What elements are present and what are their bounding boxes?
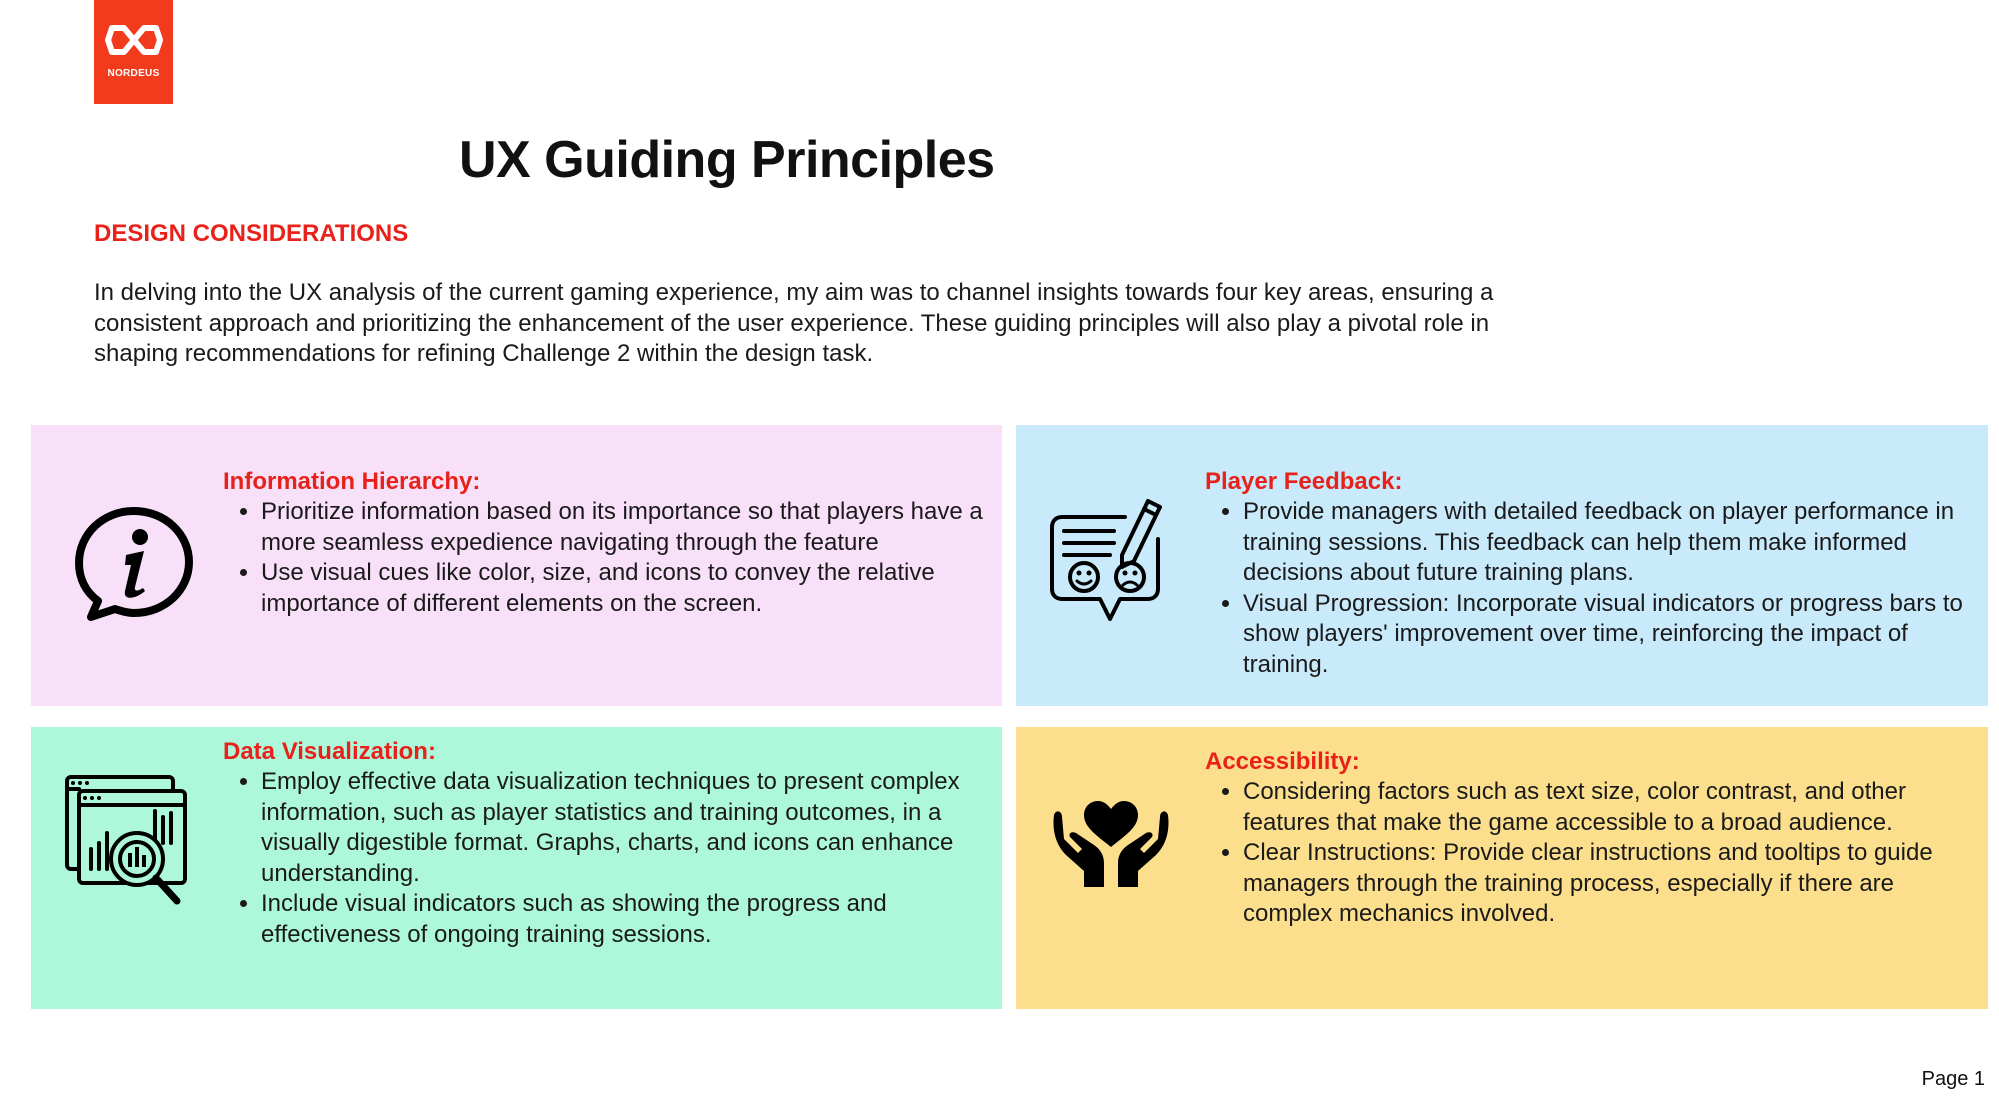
- bullet-list: Employ effective data visualization tech…: [223, 767, 993, 950]
- card-player-feedback: Player Feedback: Provide managers with d…: [1016, 425, 1988, 706]
- page-title: UX Guiding Principles: [459, 131, 995, 189]
- list-item: Include visual indicators such as showin…: [261, 889, 993, 950]
- nordeus-logo: NORDEUS: [94, 0, 173, 104]
- info-speech-bubble-icon: [73, 505, 195, 632]
- list-item: Employ effective data visualization tech…: [261, 767, 993, 889]
- bullet-list: Considering factors such as text size, c…: [1205, 777, 1975, 930]
- intro-paragraph: In delving into the UX analysis of the c…: [94, 279, 1494, 367]
- list-item: Provide managers with detailed feedback …: [1243, 497, 1975, 589]
- bullet-list: Provide managers with detailed feedback …: [1205, 497, 1975, 680]
- logo-wordmark: NORDEUS: [107, 68, 160, 79]
- card-data-visualization: Data Visualization: Employ effective dat…: [31, 727, 1002, 1009]
- page-number: Page 1: [1921, 1068, 1985, 1090]
- nordeus-logo-mark-icon: [104, 25, 163, 55]
- list-item: Use visual cues like color, size, and ic…: [261, 558, 983, 619]
- list-item: Clear Instructions: Provide clear instru…: [1243, 838, 1975, 930]
- heart-hands-icon: [1046, 791, 1176, 906]
- card-information-hierarchy: Information Hierarchy: Prioritize inform…: [31, 425, 1002, 706]
- feedback-form-icon: [1050, 487, 1172, 638]
- card-heading: Accessibility:: [1205, 748, 1360, 775]
- section-subheading: DESIGN CONSIDERATIONS: [94, 220, 409, 247]
- card-heading: Data Visualization:: [223, 738, 436, 765]
- data-analysis-icon: [65, 773, 207, 920]
- card-accessibility: Accessibility: Considering factors such …: [1016, 727, 1988, 1009]
- bullet-list: Prioritize information based on its impo…: [223, 497, 983, 619]
- card-heading: Player Feedback:: [1205, 468, 1403, 495]
- list-item: Prioritize information based on its impo…: [261, 497, 983, 558]
- list-item: Visual Progression: Incorporate visual i…: [1243, 589, 1975, 681]
- list-item: Considering factors such as text size, c…: [1243, 777, 1975, 838]
- card-heading: Information Hierarchy:: [223, 468, 481, 495]
